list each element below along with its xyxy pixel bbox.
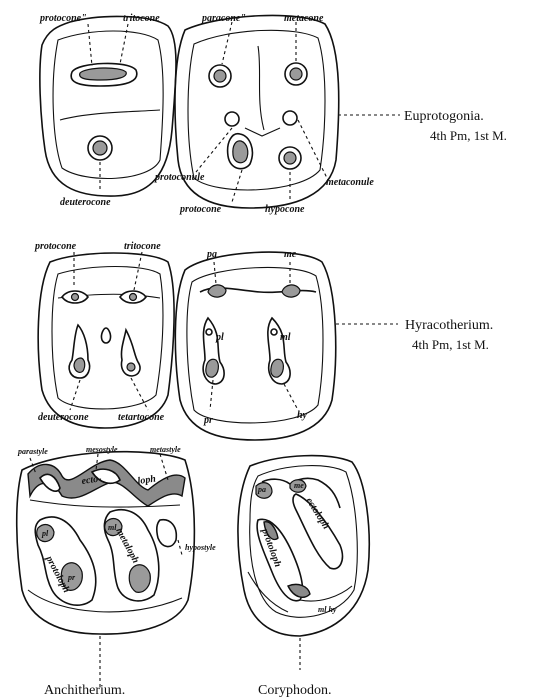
euprotogonia-label-protocone-top: protocone" — [39, 13, 87, 24]
hyracotherium-label-pr: pr — [203, 415, 213, 426]
anchitherium-label-ml: ml — [108, 523, 117, 532]
hyracotherium-caption-name: Hyracotherium. — [405, 318, 493, 333]
hyracotherium-label-ml: ml — [280, 332, 291, 343]
anchitherium-label-parastyle: parastyle — [17, 447, 48, 456]
euprotogonia-label-paracone: paracone" — [201, 13, 246, 24]
euprotogonia-group: protocone" tritocone paracone" metacone … — [39, 13, 507, 215]
euprotogonia-label-protocone: protocone — [179, 204, 222, 215]
anchitherium-label-metastyle: metastyle — [150, 445, 181, 454]
euprotogonia-molar-median-ridge — [245, 46, 280, 136]
euprotogonia-label-metaconule: metaconule — [326, 177, 374, 188]
hyracotherium-label-protocone: protocone — [34, 241, 77, 252]
euprotogonia-label-metacone: metacone — [284, 13, 324, 24]
hyracotherium-molar-outline — [175, 252, 335, 440]
euprotogonia-label-tritocone: tritocone — [123, 13, 160, 24]
coryphodon-group: pa me ectoloph protoloph ml hy Coryphodo… — [238, 456, 369, 698]
hyracotherium-label-me: me — [284, 249, 297, 260]
euprotogonia-caption-teeth: 4th Pm, 1st M. — [430, 128, 507, 143]
euprotogonia-label-protoconule: protoconule — [154, 172, 205, 183]
hyracotherium-me-cusp — [282, 285, 300, 297]
euprotogonia-premolar-ridge — [60, 110, 160, 120]
hyracotherium-label-tritocone: tritocone — [124, 241, 161, 252]
coryphodon-caption: Coryphodon. — [258, 683, 332, 698]
hyracotherium-caption-teeth: 4th Pm, 1st M. — [412, 337, 489, 352]
euprotogonia-premolar-outline — [40, 16, 176, 196]
coryphodon-label-ml-hy: ml hy — [318, 605, 337, 614]
anchitherium-label-hypostyle: hypostyle — [185, 543, 216, 552]
anchitherium-caption: Anchitherium. — [44, 683, 125, 698]
coryphodon-label-me: me — [294, 481, 304, 490]
hyracotherium-group: protocone tritocone pa me pl ml deuteroc… — [34, 241, 493, 440]
hyracotherium-label-pl: pl — [215, 332, 224, 343]
anchitherium-label-pr: pr — [67, 573, 76, 582]
euprotogonia-label-deuterocone: deuterocone — [60, 197, 111, 208]
euprotogonia-caption-name: Euprotogonia. — [404, 109, 484, 124]
hyracotherium-pa-cusp — [208, 285, 226, 297]
euprotogonia-label-hypocone: hypocone — [265, 204, 305, 215]
coryphodon-label-pa: pa — [257, 485, 266, 494]
anchitherium-group: parastyle mesostyle metastyle ecto- loph… — [17, 445, 216, 698]
hyracotherium-leader-lines — [70, 252, 398, 410]
anchitherium-label-mesostyle: mesostyle — [86, 445, 118, 454]
hyracotherium-label-hy: hy — [297, 410, 308, 421]
anchitherium-hypostyle-crest — [157, 520, 177, 547]
hyracotherium-center-cusp — [101, 328, 110, 343]
hyracotherium-label-tetartocone: tetartocone — [118, 412, 165, 423]
euprotogonia-molar-inner — [188, 30, 325, 190]
hyracotherium-label-pa: pa — [206, 249, 217, 260]
euprotogonia-metaconule-cusp — [283, 111, 297, 125]
hyracotherium-label-deuterocone: deuterocone — [38, 412, 89, 423]
anchitherium-label-pl: pl — [41, 529, 49, 538]
euprotogonia-protoconule-cusp — [225, 112, 239, 126]
euprotogonia-protocone-cusp-core — [80, 68, 127, 80]
